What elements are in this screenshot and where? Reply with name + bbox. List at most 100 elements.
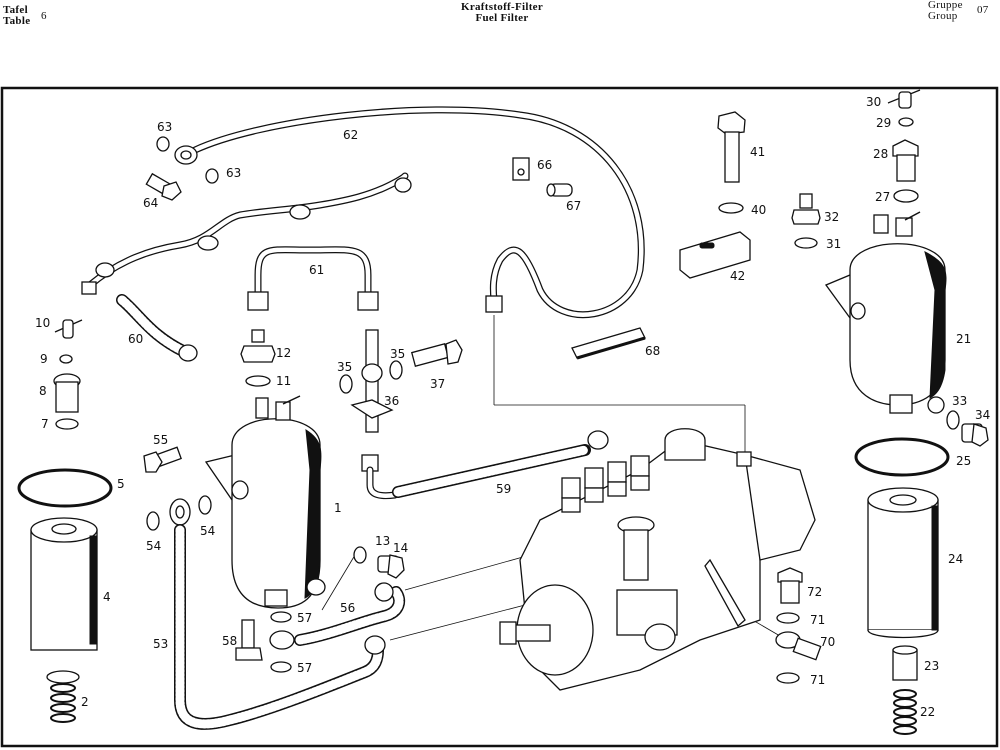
sleeve-23 <box>892 645 918 681</box>
table-label-de: Tafel <box>3 4 28 16</box>
plug-14 <box>377 554 405 579</box>
hose-59 <box>361 430 609 500</box>
callout-57b: 57 <box>297 661 312 675</box>
gasket-5 <box>17 468 113 508</box>
callout-31: 31 <box>826 237 841 251</box>
hose-56 <box>269 582 406 650</box>
callout-30: 30 <box>866 95 881 109</box>
callout-4: 4 <box>103 590 111 604</box>
page-title: Kraftstoff-Filter Fuel Filter <box>447 2 557 24</box>
callout-70: 70 <box>820 635 835 649</box>
callout-58: 58 <box>222 634 237 648</box>
callout-2: 2 <box>81 695 89 709</box>
washer-63a <box>156 136 170 152</box>
callout-5: 5 <box>117 477 125 491</box>
callout-8: 8 <box>39 384 47 398</box>
callout-32: 32 <box>824 210 839 224</box>
callout-41: 41 <box>750 145 765 159</box>
pump-hand-primer <box>617 516 655 581</box>
title-de: Kraftstoff-Filter <box>460 1 544 13</box>
seal-11 <box>245 375 271 387</box>
callout-53: 53 <box>153 637 168 651</box>
pump-delivery-valves <box>561 455 650 513</box>
washer-35b <box>389 360 403 380</box>
callout-23: 23 <box>924 659 939 673</box>
table-number: 6 <box>41 10 47 22</box>
table-label: Tafel Table 6 <box>3 4 47 27</box>
title-en: Fuel Filter <box>475 12 529 24</box>
callout-22: 22 <box>920 705 935 719</box>
callout-10: 10 <box>35 316 50 330</box>
washer-54a <box>146 511 160 531</box>
plug-34 <box>961 423 989 447</box>
callout-29: 29 <box>876 116 891 130</box>
pipe-62 <box>174 106 645 319</box>
callout-40: 40 <box>751 203 766 217</box>
washer-13 <box>353 546 367 564</box>
callout-25: 25 <box>956 454 971 468</box>
bracket-42 <box>679 231 751 279</box>
callout-62: 62 <box>343 128 358 142</box>
tee-36 <box>350 329 394 433</box>
callout-14: 14 <box>393 541 408 555</box>
union-12 <box>240 329 276 363</box>
callout-12: 12 <box>276 346 291 360</box>
return-line-60 <box>81 172 412 362</box>
callout-64: 64 <box>143 196 158 210</box>
callout-35a: 35 <box>337 360 352 374</box>
callout-37: 37 <box>430 377 445 391</box>
seal-57a <box>270 611 292 623</box>
spring-2 <box>46 670 80 723</box>
filter-housing-21 <box>824 211 947 414</box>
banjo-fitting-70 <box>775 631 822 661</box>
callout-56: 56 <box>340 601 355 615</box>
banjo-bolt-72 <box>777 567 803 604</box>
pipe-61 <box>247 246 379 311</box>
callout-63a: 63 <box>157 120 172 134</box>
callout-27: 27 <box>875 190 890 204</box>
callout-54a: 54 <box>146 539 161 553</box>
washer-63b <box>205 168 219 184</box>
callout-7: 7 <box>41 417 49 431</box>
sleeve-67 <box>546 183 573 197</box>
seal-71a <box>776 612 800 624</box>
callout-36: 36 <box>384 394 399 408</box>
callout-55: 55 <box>153 433 168 447</box>
callout-35b: 35 <box>390 347 405 361</box>
bleed-screw-30 <box>887 89 921 109</box>
bolt-41 <box>717 111 746 183</box>
gasket-25 <box>854 437 950 477</box>
banjo-bolt-55 <box>143 446 182 473</box>
pump-feed-unit <box>616 589 678 651</box>
washer-9 <box>59 354 73 364</box>
callout-9: 9 <box>40 352 48 366</box>
group-label-en: Group <box>928 10 958 22</box>
banjo-bolt-58 <box>235 619 263 661</box>
callout-60: 60 <box>128 332 143 346</box>
bleed-screw-10 <box>54 319 83 339</box>
callout-63b: 63 <box>226 166 241 180</box>
pump-drive-flange <box>499 584 594 676</box>
callout-71a: 71 <box>810 613 825 627</box>
group-number: 07 <box>977 4 989 16</box>
filter-housing-1 <box>204 395 326 609</box>
callout-68: 68 <box>645 344 660 358</box>
spring-22 <box>893 689 917 735</box>
filter-element-24 <box>867 487 939 639</box>
callout-54b: 54 <box>200 524 215 538</box>
washer-33 <box>946 410 960 430</box>
injection-pump <box>499 428 816 691</box>
seal-71b <box>776 672 800 684</box>
filter-element-4 <box>30 517 98 651</box>
callout-28: 28 <box>873 147 888 161</box>
callout-72: 72 <box>807 585 822 599</box>
plug-8 <box>53 373 81 413</box>
seal-57b <box>270 661 292 673</box>
group-label: Gruppe Group 07 <box>928 0 988 22</box>
callout-61: 61 <box>309 263 324 277</box>
table-label-en: Table <box>3 15 31 27</box>
seal-31 <box>794 237 818 249</box>
callout-13: 13 <box>375 534 390 548</box>
seal-7 <box>55 418 79 430</box>
